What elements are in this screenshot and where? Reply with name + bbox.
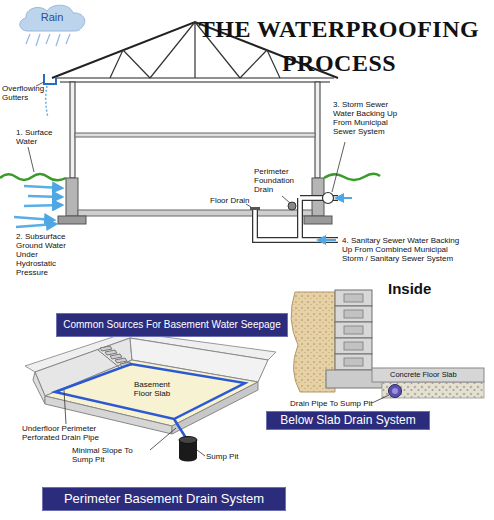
- block-core: [344, 326, 363, 334]
- concrete-block: [335, 322, 372, 338]
- cut-face: [33, 372, 45, 404]
- part-label: Sump Pit: [206, 452, 250, 461]
- concrete-block: [335, 306, 372, 322]
- block-core: [344, 294, 363, 302]
- caption-band: Below Slab Drain System: [266, 411, 430, 430]
- part-label: Concrete Floor Slab: [390, 368, 482, 382]
- concrete-block: [335, 354, 372, 370]
- basement-floor: [45, 360, 258, 426]
- water-arrow: [28, 196, 62, 197]
- leader-line: [332, 142, 345, 192]
- caption-band: Perimeter Basement Drain System: [42, 487, 286, 511]
- part-label: Perimeter Foundation Drain: [254, 167, 304, 194]
- sewer-pipe-bore: [255, 198, 338, 240]
- cut-face: [172, 382, 258, 434]
- cloud-text: Rain: [16, 2, 88, 32]
- block-core: [344, 342, 363, 350]
- stair-tread: [105, 350, 117, 355]
- footing: [304, 216, 332, 224]
- rain-streaks: [26, 34, 70, 46]
- diagram-title: THE WATERPROOFING PROCESS: [186, 12, 492, 80]
- gutter-overflow: [46, 86, 48, 118]
- stair-tread: [100, 346, 112, 351]
- leader-line: [372, 395, 389, 403]
- water-arrow: [16, 224, 56, 227]
- ground-line: [0, 174, 66, 180]
- house-wall: [315, 82, 320, 178]
- callout-label: 4. Sanitary Sewer Water Backing Up From …: [342, 236, 460, 263]
- view-label: Inside: [388, 280, 468, 298]
- backup-arrow: [318, 239, 336, 241]
- part-label: Floor Drain: [210, 196, 258, 205]
- basement-slab: [78, 210, 312, 216]
- footing: [58, 216, 86, 224]
- perimeter-drain: [288, 202, 296, 210]
- concrete-block: [335, 290, 372, 306]
- callout-label: 1. Surface Water: [16, 128, 62, 146]
- ground-line: [324, 174, 380, 180]
- leader-line: [64, 390, 66, 424]
- callout-label: 3. Storm Sewer Water Backing Up From Mun…: [333, 100, 407, 136]
- foundation-wall: [66, 178, 78, 216]
- stair-tread: [110, 354, 122, 359]
- leader-line: [197, 450, 205, 456]
- floor-drain: [250, 207, 260, 210]
- stair-tread: [115, 358, 127, 363]
- part-label: Underfloor Perimeter Perforated Drain Pi…: [22, 424, 122, 442]
- first-floor: [75, 133, 315, 137]
- band-text: Perimeter Basement Drain System: [64, 492, 264, 507]
- band-text: Common Sources For Basement Water Seepag…: [63, 319, 281, 331]
- floor-slab: [372, 368, 484, 382]
- part-label: Minimal Slope To Sump Pit: [72, 446, 152, 464]
- gravel-bed: [382, 382, 484, 398]
- drain-pipe-section: [389, 385, 402, 398]
- water-arrow: [14, 217, 54, 220]
- pipe-valve: [323, 193, 334, 204]
- callout-label: 2. Subsurface Ground Water Under Hydrost…: [16, 232, 78, 277]
- part-label: Basement Floor Slab: [124, 380, 180, 398]
- gutter: [44, 74, 56, 84]
- sump-pit: [179, 455, 197, 462]
- sump-pit-top: [179, 437, 197, 444]
- perforated-drain-pipe: [55, 364, 245, 419]
- leader-line: [282, 196, 290, 203]
- backup-arrow: [336, 197, 352, 199]
- drain-pipe-bore: [392, 388, 398, 394]
- rain-cloud: Rain: [16, 2, 88, 32]
- concrete-block: [335, 338, 372, 354]
- leader-line: [150, 428, 176, 450]
- caption-band: Common Sources For Basement Water Seepag…: [56, 313, 288, 337]
- stair-stringer: [98, 350, 120, 368]
- sewer-pipe: [255, 198, 338, 240]
- callout-label: Overflowing Gutters: [2, 84, 50, 102]
- ceiling-joist: [56, 78, 334, 82]
- house-wall: [70, 82, 75, 178]
- block-core: [344, 310, 363, 318]
- band-text: Below Slab Drain System: [280, 414, 415, 428]
- leader-line: [28, 147, 34, 172]
- water-arrow: [24, 205, 62, 206]
- water-arrow: [24, 186, 62, 188]
- block-core: [344, 358, 363, 366]
- part-label: Drain Pipe To Sump Pit: [290, 399, 385, 408]
